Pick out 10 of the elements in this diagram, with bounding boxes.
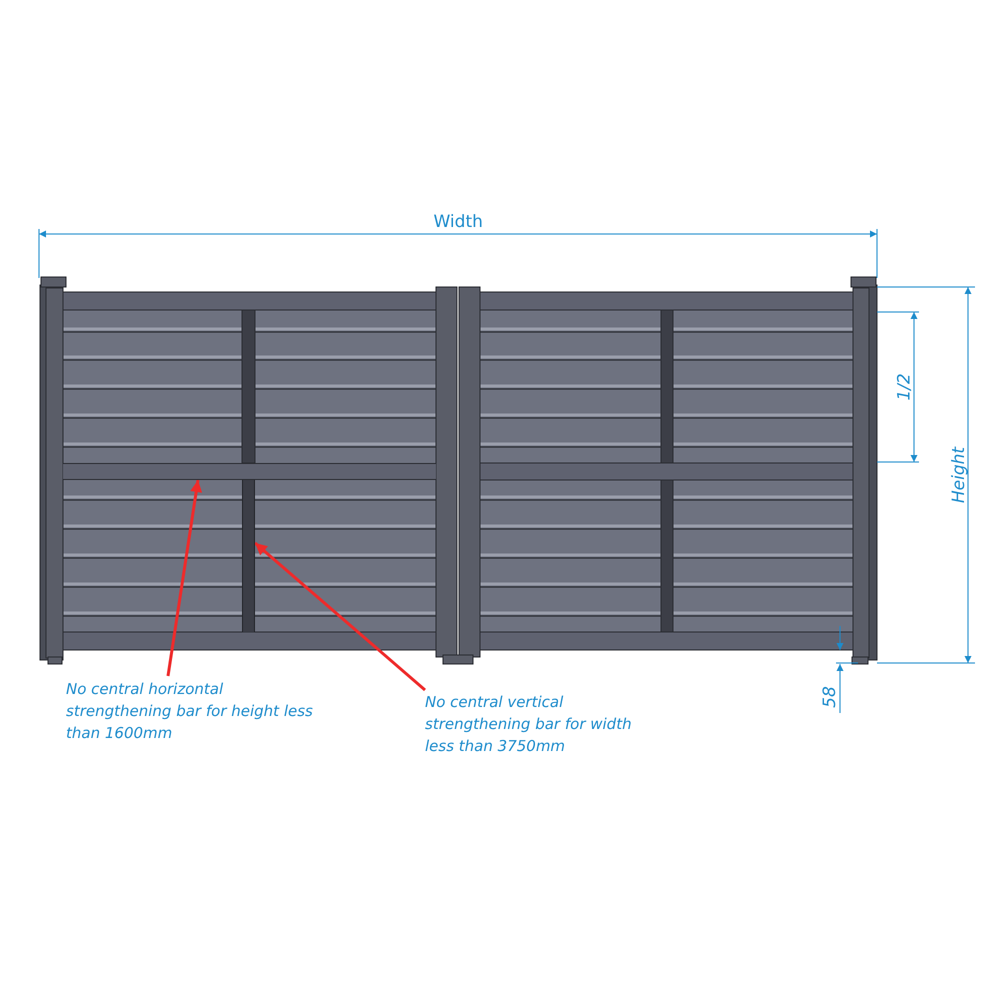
dimension-label: 58: [820, 686, 840, 708]
dimension-label: Height: [949, 446, 970, 504]
annotation-text: No central vertical strengthening bar for width less than 3750mm: [425, 691, 650, 757]
leader-arrow: [166, 480, 202, 676]
horizontal-strengthening-bar: [63, 463, 436, 480]
vertical-strengthening-bar: [242, 480, 255, 632]
leader-arrow: [254, 542, 426, 692]
dimension-label: Width: [434, 212, 483, 232]
dimension-label: 1/2: [894, 373, 914, 401]
annotation-text: No central horizontal strengthening bar for height less than 1600mm: [66, 678, 328, 744]
